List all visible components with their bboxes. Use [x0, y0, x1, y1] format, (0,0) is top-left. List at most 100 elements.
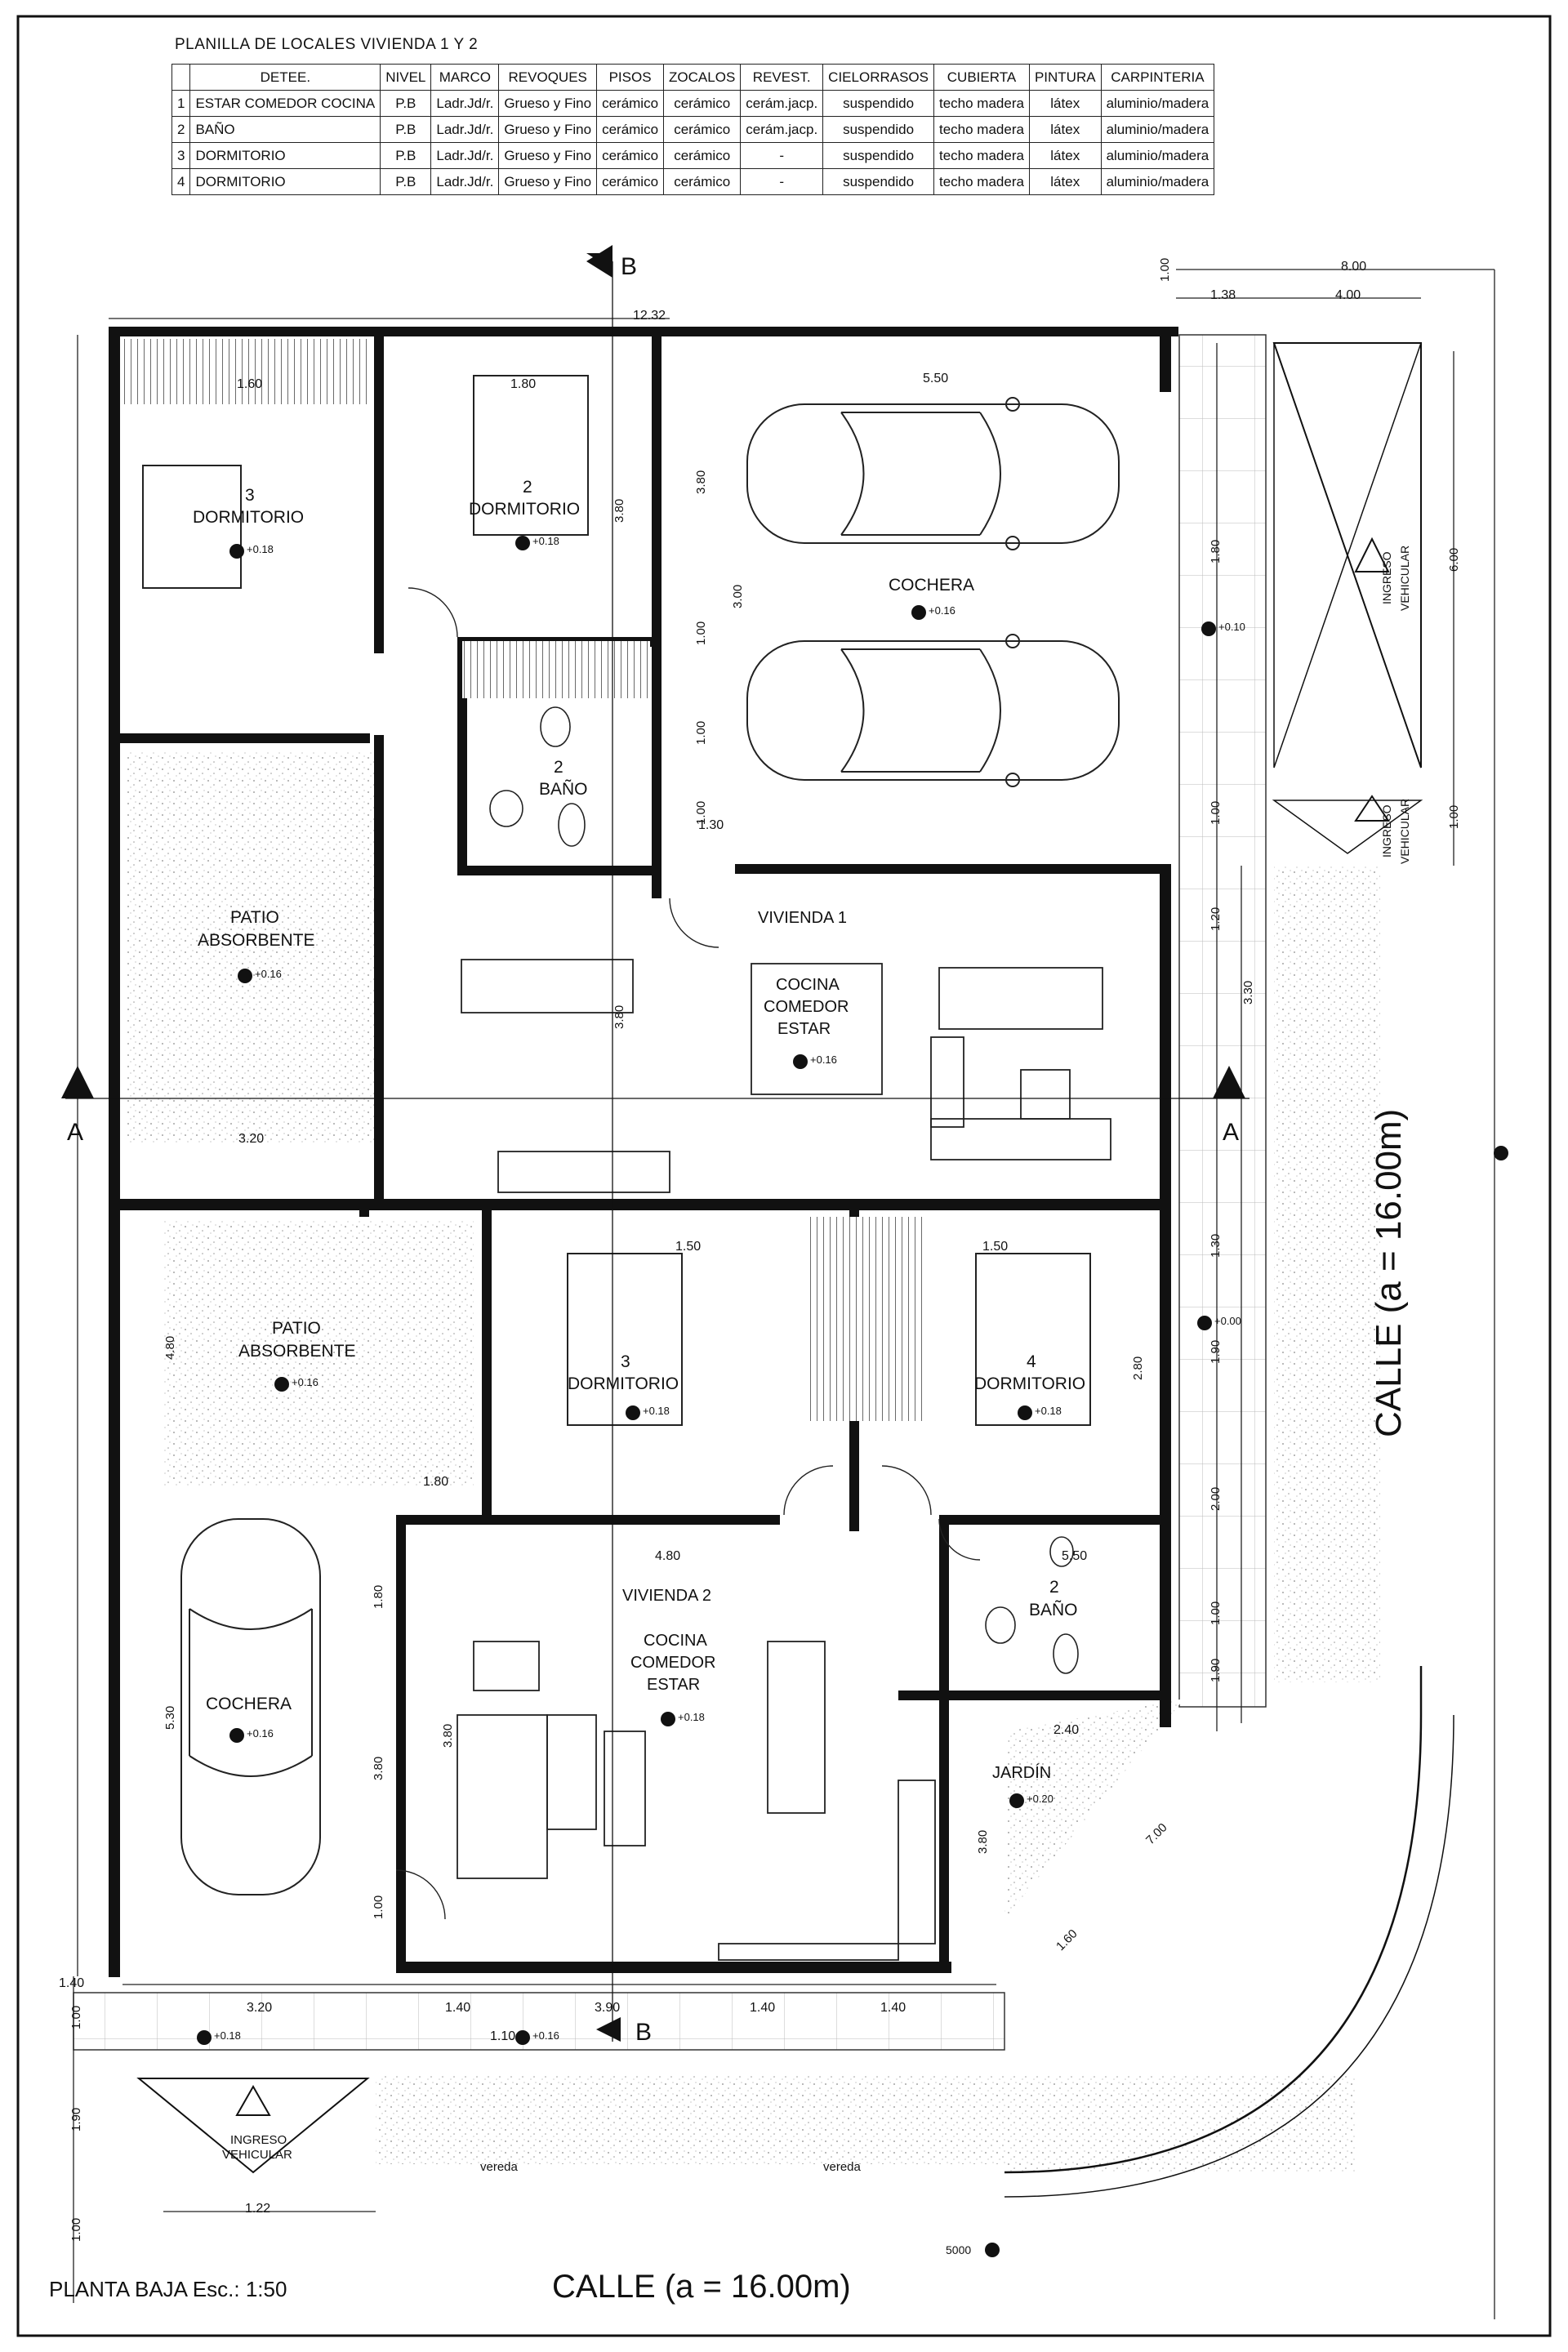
dim-1-40-c: 1.40	[880, 2001, 906, 2015]
ingreso-right-2b: VEHICULAR	[1398, 798, 1411, 864]
level-marks	[197, 536, 1508, 2257]
corner-curve	[1004, 1666, 1423, 2174]
dim-1-60: 1.60	[237, 377, 263, 391]
table-cell: látex	[1028, 142, 1102, 169]
dim-2-00: 2.00	[1209, 1486, 1223, 1511]
patio-absorbente-2-texture	[163, 1221, 474, 1486]
dimension-lines	[73, 269, 1495, 2319]
car-bottom	[746, 634, 1120, 787]
dim-3-30: 3.30	[1241, 980, 1255, 1004]
v2-dorm3-label: DORMITORIO	[568, 1374, 679, 1393]
entry-marker-triangle-top	[1354, 537, 1390, 572]
ingreso-right-2a: INGRESO	[1380, 804, 1393, 858]
dim-1-10: 1.10	[490, 2029, 516, 2043]
dim-1-00-f: 1.00	[1209, 800, 1223, 825]
dim-5-30: 5.30	[163, 1705, 177, 1730]
sheet-border	[16, 15, 1552, 2337]
dim-1-top: 1.00	[1158, 257, 1172, 282]
level-cochera1: +0.16	[929, 604, 956, 617]
table-cell: aluminio/madera	[1100, 168, 1215, 195]
table-cell: látex	[1028, 116, 1102, 143]
table-header-cell: NIVEL	[380, 64, 432, 91]
v2-cocina: COCINA	[644, 1632, 707, 1650]
dim-6-00: 6.00	[1447, 547, 1461, 572]
table-cell: cerámico	[596, 142, 665, 169]
cochera2-label: COCHERA	[206, 1695, 292, 1713]
sheet-scale-label: PLANTA BAJA Esc.: 1:50	[49, 2277, 287, 2301]
vivienda2-label: VIVIENDA 2	[622, 1587, 711, 1605]
section-b-label-bottom: B	[635, 2019, 653, 2046]
table-cell: DORMITORIO	[189, 168, 381, 195]
v1-estar: ESTAR	[777, 1020, 831, 1038]
table-header-cell: REVEST.	[740, 64, 824, 91]
table-header-cell: REVOQUES	[498, 64, 598, 91]
dim-1-80-d: 1.80	[1209, 539, 1223, 564]
table-cell: aluminio/madera	[1100, 116, 1215, 143]
dim-5-50-b: 5.50	[1062, 1549, 1088, 1563]
dim-1-50-a: 1.50	[675, 1240, 702, 1254]
table-cell: Ladr.Jd/r.	[430, 90, 500, 117]
patio2-line1: PATIO	[272, 1319, 321, 1338]
table-cell: Grueso y Fino	[498, 116, 598, 143]
dim-1-80-c: 1.80	[372, 1584, 385, 1609]
dim-8: 8.00	[1341, 260, 1367, 274]
level-dorm2: +0.18	[532, 535, 559, 547]
dim-1-00-bottom: 1.00	[69, 2005, 83, 2029]
deck-dorm3	[122, 339, 372, 404]
dim-1-40-b: 1.40	[750, 2001, 776, 2015]
table-cell: techo madera	[933, 168, 1030, 195]
table-header-cell: CARPINTERIA	[1100, 64, 1215, 91]
table-cell: Ladr.Jd/r.	[430, 142, 500, 169]
street-label-bottom: CALLE (a = 16.00m)	[552, 2269, 851, 2305]
bano1-label: BAÑO	[539, 780, 588, 799]
level-entry2: +0.00	[1214, 1315, 1241, 1327]
dim-1-00-g: 1.00	[1209, 1601, 1223, 1625]
dim-1-90-a: 1.90	[1209, 1339, 1223, 1364]
table-cell: 4	[171, 168, 191, 195]
dim-3-80-a: 3.80	[694, 470, 708, 494]
table-cell: -	[740, 142, 824, 169]
dim-1-90-bottom: 1.90	[69, 2107, 83, 2132]
dim-3-80-f: 3.80	[976, 1829, 990, 1854]
dim-4-80-b: 4.80	[655, 1549, 681, 1563]
dim-1-00-bottom2: 1.00	[69, 2217, 83, 2242]
jardin-texture	[1004, 1699, 1184, 1919]
table-cell: cerámico	[663, 168, 742, 195]
v2-estar: ESTAR	[647, 1676, 701, 1694]
v2-dorm3-number: 3	[621, 1352, 630, 1371]
dim-5000: 5000	[946, 2243, 972, 2256]
sidewalk-texture-bottom	[376, 2074, 1004, 2164]
section-b-label-top: B	[621, 253, 638, 280]
vereda-2: vereda	[823, 2160, 861, 2174]
ingreso-right-1b: VEHICULAR	[1398, 545, 1411, 611]
dim-1-30-b: 1.30	[1209, 1233, 1223, 1258]
table-cell: látex	[1028, 90, 1102, 117]
stair-hatch-2	[866, 1217, 923, 1421]
dim-1-80-b: 1.80	[423, 1475, 449, 1489]
dim-3-00: 3.00	[731, 584, 745, 608]
v2-comedor: COMEDOR	[630, 1654, 716, 1672]
level-jardin: +0.20	[1027, 1793, 1054, 1805]
level-cochera2: +0.16	[247, 1727, 274, 1740]
section-a-marker-right	[1213, 1066, 1245, 1098]
table-cell: BAÑO	[189, 116, 381, 143]
table-cell: -	[740, 168, 824, 195]
dim-1-00-a: 1.00	[694, 621, 708, 645]
dim-1-00-d: 1.00	[372, 1895, 385, 1919]
dim-3-80-c: 3.80	[612, 1004, 626, 1029]
v1-comedor: COMEDOR	[764, 998, 849, 1016]
dim-1-00-b: 1.00	[694, 720, 708, 745]
table-cell: P.B	[380, 116, 432, 143]
v1-furniture	[461, 959, 1111, 1193]
dim-3-80-d: 3.80	[441, 1723, 455, 1748]
table-cell: Grueso y Fino	[498, 168, 598, 195]
dim-1-80-top: 1.80	[510, 377, 537, 391]
section-a-marker-left	[61, 1066, 94, 1098]
jardin-label: JARDÍN	[992, 1764, 1052, 1782]
